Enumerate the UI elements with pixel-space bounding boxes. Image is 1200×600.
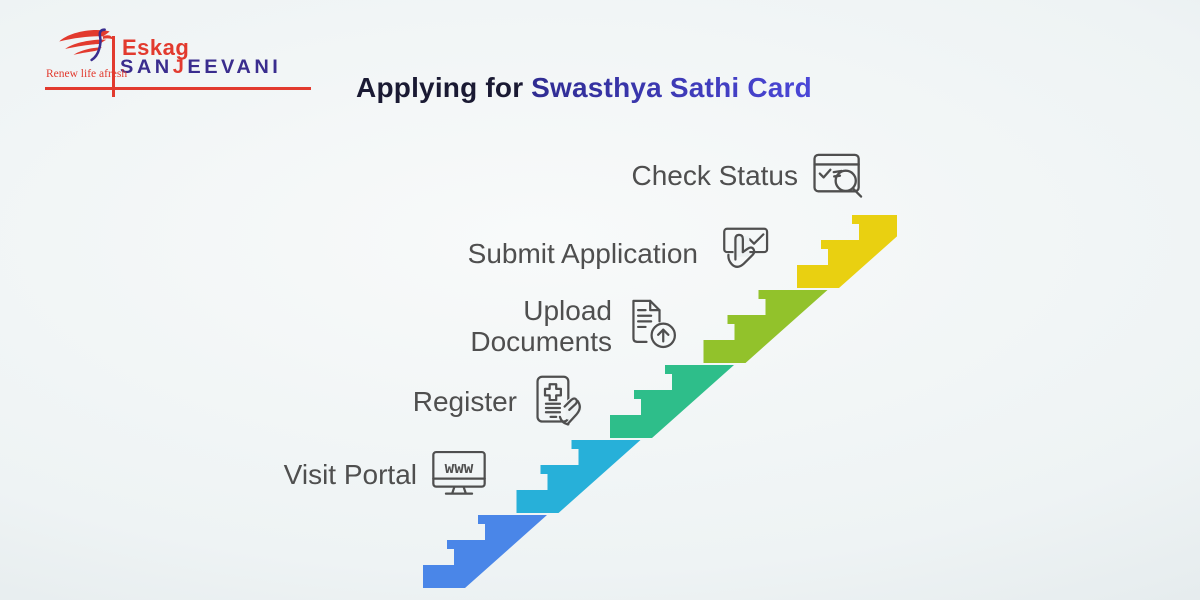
- step-row-visit-portal: Visit Portal www: [284, 449, 487, 499]
- page-title-highlight: Swasthya Sathi Card: [531, 72, 812, 103]
- logo-underline: [45, 87, 311, 90]
- stair-piece-upload-documents: [610, 365, 734, 438]
- logo-tagline: Renew life afresh: [46, 68, 128, 80]
- page-title-prefix: Applying for: [356, 72, 524, 103]
- step-row-upload-documents: Upload Documents: [470, 295, 680, 357]
- step-row-submit-application: Submit Application: [468, 226, 770, 280]
- step-label: Upload Documents: [470, 295, 612, 357]
- step-label: Visit Portal: [284, 459, 417, 490]
- stair-piece-visit-portal: [423, 515, 547, 588]
- logo-brand-line1: Eskag: [122, 35, 190, 60]
- step-label-line: Register: [412, 385, 517, 417]
- bird-swoosh-icon: [59, 28, 114, 62]
- logo: Eskag SANJEEVANI Renew life afresh: [0, 0, 340, 110]
- step-label-line: Visit Portal: [283, 458, 417, 490]
- step-row-check-status: Check Status: [631, 151, 866, 199]
- logo-brand-line2: SANJEEVANI: [120, 57, 282, 78]
- stair-piece-submit-application: [703, 290, 828, 363]
- step-row-register: Register: [413, 373, 587, 429]
- step-label: Check Status: [631, 160, 798, 191]
- step-label-line: Upload: [523, 295, 612, 326]
- step-label-line: Check Status: [631, 159, 798, 191]
- step-label-line: Documents: [470, 326, 612, 357]
- step-label: Register: [413, 386, 517, 417]
- upload-document-icon: [626, 298, 680, 354]
- step-label-line: Submit Application: [467, 237, 698, 269]
- step-label: Submit Application: [468, 238, 698, 269]
- www-monitor-icon: www: [431, 449, 487, 499]
- logo-divider-line: [112, 36, 115, 97]
- submit-click-hand-icon: [712, 226, 770, 280]
- stair-piece-check-status: [797, 215, 897, 288]
- stair-piece-register: [516, 440, 641, 513]
- check-status-search-icon: [812, 151, 866, 199]
- logo-brand-j: J: [172, 57, 188, 78]
- register-tablet-icon: [531, 373, 587, 429]
- svg-text:www: www: [445, 458, 474, 477]
